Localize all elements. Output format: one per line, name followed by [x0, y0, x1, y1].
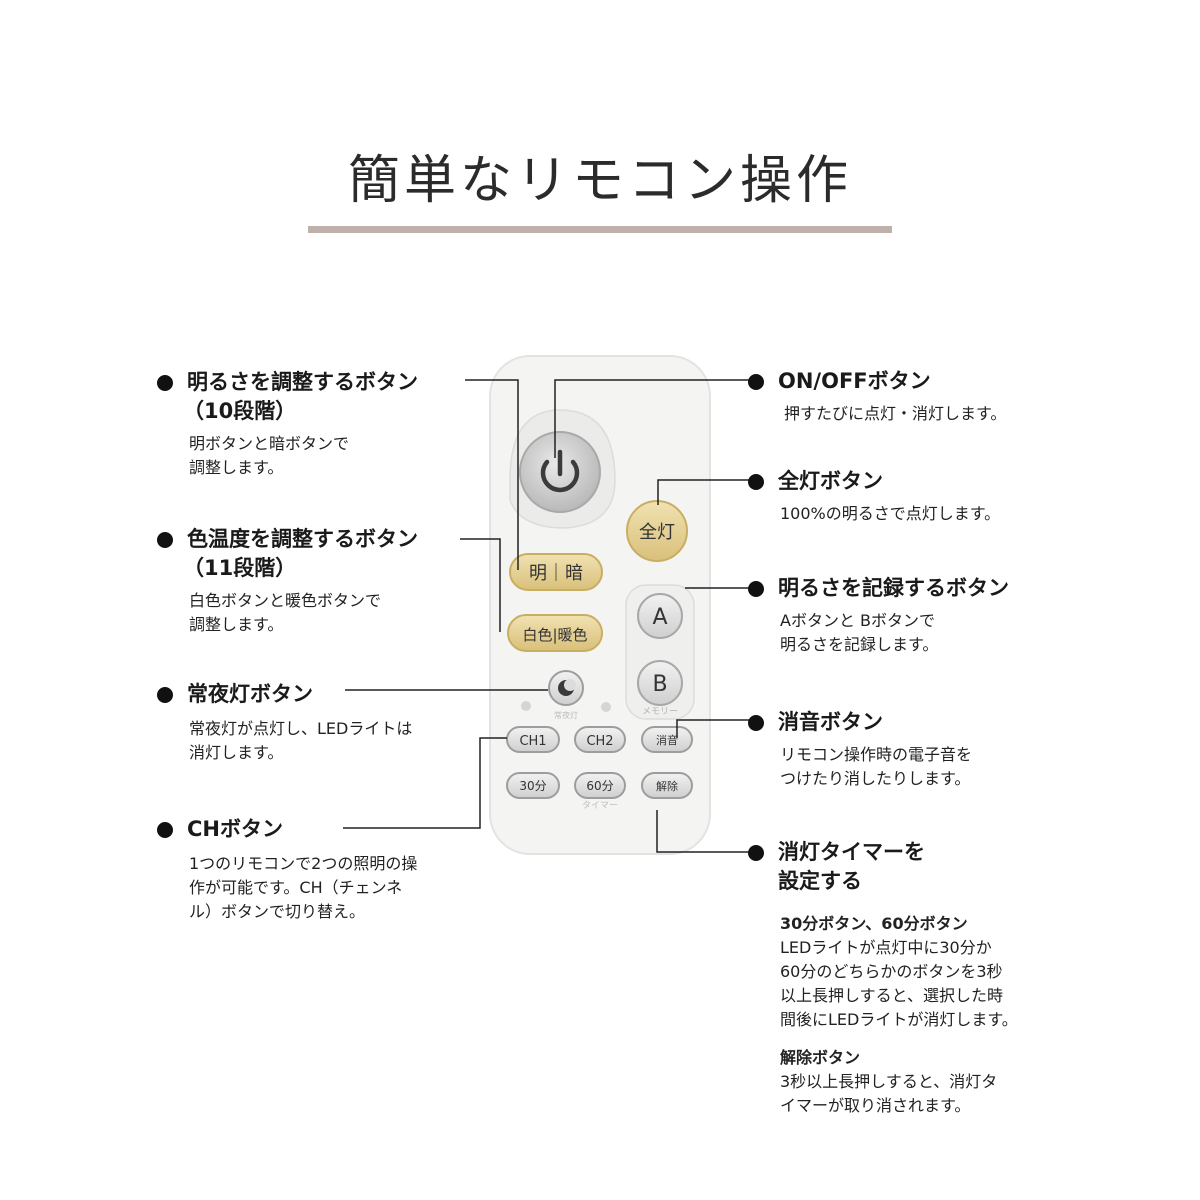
- callout-mute: 消音ボタン リモコン操作時の電子音を つけたり消したりします。: [748, 708, 972, 791]
- mute-button: [641, 726, 693, 753]
- white-warm-label: 白色|暖色: [522, 626, 587, 644]
- memory-b-label: B: [652, 672, 667, 697]
- indicator-led-left: [521, 701, 531, 711]
- timer-30-label: 30分: [519, 779, 546, 793]
- full-light-button: [626, 500, 688, 562]
- bullet-dot: [157, 532, 173, 548]
- timer-subheading-30-60: 30分ボタン、60分ボタン: [780, 914, 968, 933]
- callout-full-light: 全灯ボタン 100%の明るさで点灯します。: [748, 467, 1000, 526]
- memory-b-button: [637, 660, 683, 706]
- memory-caption: メモリー: [642, 707, 678, 717]
- bullet-dot: [157, 822, 173, 838]
- mute-label: 消音: [656, 733, 678, 747]
- title-underline: [308, 226, 892, 233]
- timer-subheading-cancel: 解除ボタン: [780, 1048, 861, 1067]
- leader-lines: [343, 379, 750, 853]
- callout-night-light: 常夜灯ボタン 常夜灯が点灯し、LEDライトは 消灯します。: [157, 680, 412, 765]
- memory-a-button: [637, 593, 683, 639]
- callout-brightness-subtitle: （10段階）: [183, 399, 297, 423]
- ch2-button: [574, 726, 626, 753]
- timer-cancel-button: [641, 772, 693, 799]
- callout-brightness: 明るさを調整するボタン （10段階） 明ボタンと暗ボタンで 調整します。: [157, 368, 418, 480]
- callout-timer-subtitle: 設定する: [778, 869, 862, 893]
- callout-ch: CHボタン 1つのリモコンで2つの照明の操 作が可能です。CH（チェンネ ル）ボ…: [157, 815, 417, 924]
- moon-icon: [558, 679, 576, 696]
- bullet-dot: [157, 375, 173, 391]
- callout-timer: 消灯タイマーを 設定する 30分ボタン、60分ボタン LEDライトが点灯中に30…: [748, 838, 1018, 1118]
- timer-cancel-label: 解除: [656, 779, 678, 793]
- callout-color-temp-subtitle: （11段階）: [183, 556, 297, 580]
- full-light-label: 全灯: [639, 522, 675, 543]
- callout-memory: 明るさを記録するボタン Aボタンと Bボタンで 明るさを記録します。: [748, 574, 1009, 657]
- bullet-dot: [157, 687, 173, 703]
- bright-dark-button: [509, 553, 603, 591]
- page-title: 簡単なリモコン操作: [347, 151, 852, 211]
- timer-caption: タイマー: [582, 800, 618, 811]
- ch1-button: [506, 726, 560, 753]
- night-light-caption: 常夜灯: [554, 710, 578, 720]
- bullet-dot: [748, 474, 764, 490]
- callout-color-temp: 色温度を調整するボタン （11段階） 白色ボタンと暖色ボタンで 調整します。: [157, 525, 418, 637]
- timer-60-button: [574, 772, 626, 799]
- timer-60-label: 60分: [586, 779, 613, 793]
- bright-dark-label: 明｜暗: [529, 563, 583, 584]
- bullet-dot: [748, 845, 764, 861]
- ch2-label: CH2: [586, 734, 613, 749]
- bullet-dot: [748, 715, 764, 731]
- ch1-label: CH1: [519, 734, 546, 749]
- bullet-dot: [748, 374, 764, 390]
- bullet-dot: [748, 581, 764, 597]
- power-icon: [540, 449, 580, 493]
- timer-30-button: [506, 772, 560, 799]
- white-warm-button: [507, 614, 603, 652]
- callout-onoff: ON/OFFボタン 押すたびに点灯・消灯します。: [748, 367, 1006, 426]
- indicator-led-right: [601, 702, 611, 712]
- memory-a-label: A: [652, 605, 667, 630]
